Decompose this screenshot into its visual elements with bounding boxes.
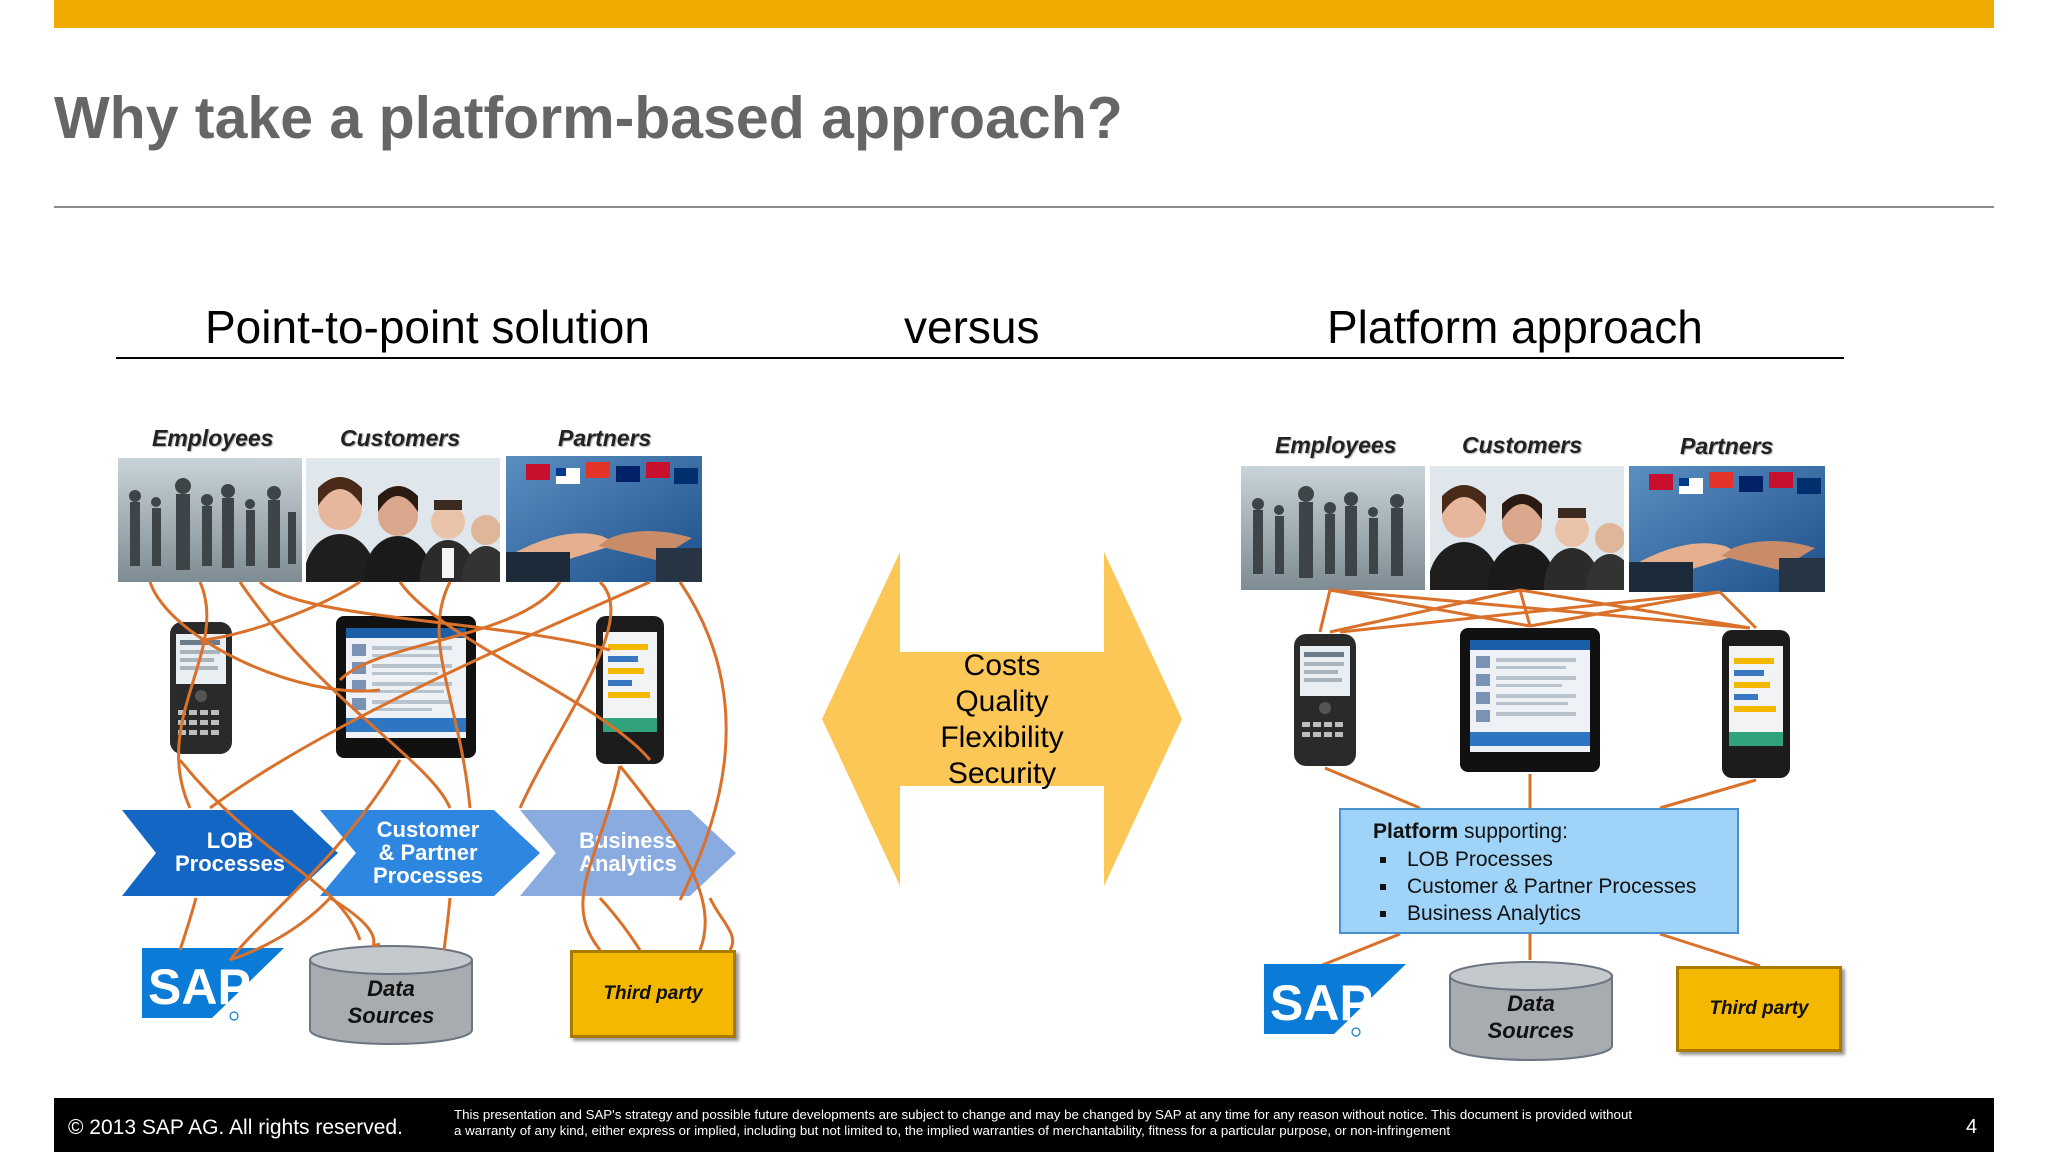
employees-photo	[118, 458, 302, 582]
platform-box: Platform supporting: LOB Processes Custo…	[1339, 808, 1739, 934]
heading-point-to-point: Point-to-point solution	[205, 301, 650, 353]
employees-photo-right	[1241, 466, 1425, 590]
customers-photo	[306, 458, 500, 582]
group-label-partners: Partners	[558, 425, 652, 451]
sap-logo-right: SAP	[1264, 964, 1406, 1040]
top-accent-bar	[54, 0, 1994, 28]
third-party-box-right: Third party	[1676, 966, 1842, 1052]
page-number: 4	[1966, 1116, 1978, 1138]
third-party-box: Third party	[570, 950, 736, 1038]
group-label-customers: Customers	[340, 425, 461, 451]
benefit-quality: Quality	[955, 685, 1049, 718]
double-arrow	[822, 552, 1182, 886]
sap-logo: SAP	[142, 948, 284, 1024]
benefit-costs: Costs	[963, 649, 1041, 682]
sap-logo-text-right: SAP	[1270, 975, 1373, 1031]
footer-bar	[54, 1098, 1994, 1152]
platform-heading: Platform supporting:	[1373, 820, 1568, 843]
smartphone-device-icon	[594, 614, 666, 766]
phone-device-icon-right	[1292, 632, 1358, 768]
sap-logo-text: SAP	[148, 959, 251, 1015]
partners-photo	[506, 456, 702, 582]
group-label-employees-right: Employees	[1275, 432, 1397, 458]
platform-item-lob: LOB Processes	[1399, 846, 1737, 873]
title-divider	[54, 206, 1994, 208]
tablet-device-icon-right	[1458, 626, 1602, 774]
partners-photo-right	[1629, 466, 1825, 592]
group-label-partners-right: Partners	[1680, 433, 1774, 459]
heading-versus: versus	[904, 301, 1040, 353]
platform-item-analytics: Business Analytics	[1399, 900, 1737, 927]
disclaimer-text: This presentation and SAP's strategy and…	[454, 1107, 1633, 1138]
benefit-flexibility: Flexibility	[940, 721, 1064, 754]
tablet-device-icon	[334, 614, 478, 760]
platform-item-customer-partner: Customer & Partner Processes	[1399, 873, 1737, 900]
heading-platform: Platform approach	[1327, 301, 1703, 353]
benefits-list: Costs Quality Flexibility Security	[902, 648, 1102, 792]
slide-title: Why take a platform-based approach?	[54, 85, 1123, 151]
copyright-text: © 2013 SAP AG. All rights reserved.	[68, 1116, 403, 1139]
phone-device-icon	[168, 620, 234, 756]
group-label-customers-right: Customers	[1462, 432, 1583, 458]
smartphone-device-icon-right	[1720, 628, 1792, 780]
platform-list: LOB Processes Customer & Partner Process…	[1373, 846, 1737, 927]
group-label-employees: Employees	[152, 425, 274, 451]
heading-divider	[116, 357, 1844, 359]
benefit-security: Security	[947, 757, 1057, 790]
data-sources-cylinder-right	[1448, 960, 1614, 1062]
customers-photo-right	[1430, 466, 1624, 590]
